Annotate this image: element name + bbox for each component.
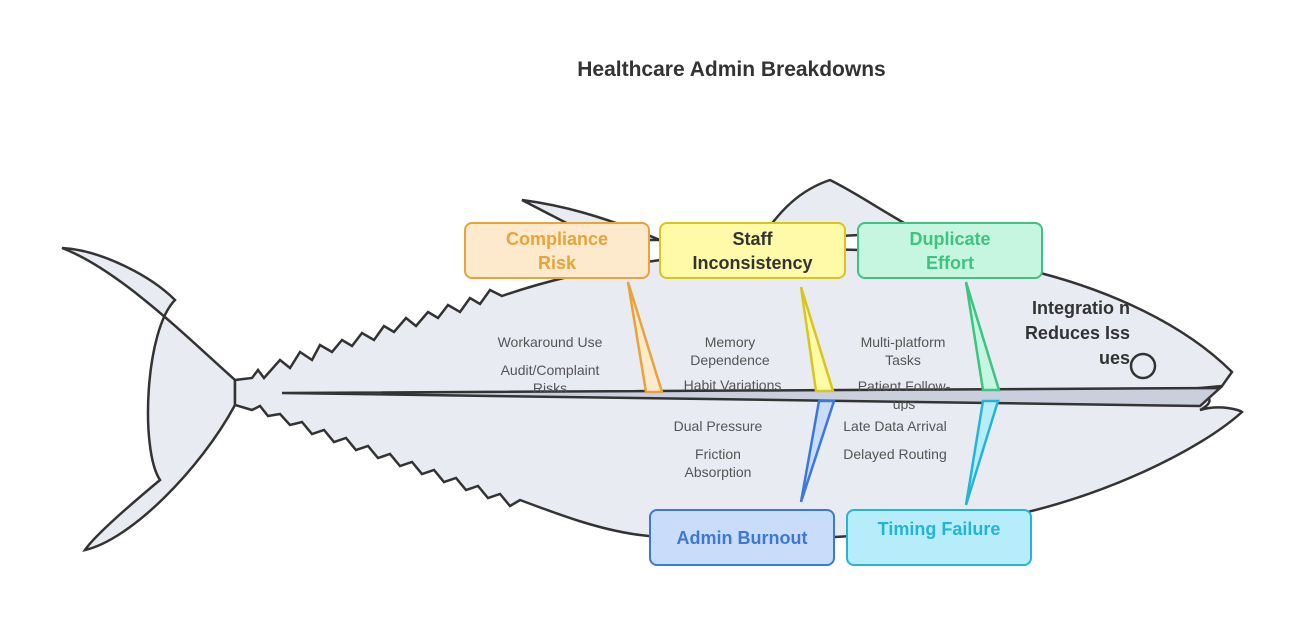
category-admin-burnout: Admin Burnout: [649, 509, 835, 566]
category-staff-inconsistency: Staff Inconsistency: [659, 222, 846, 279]
bone-staff: [799, 286, 835, 393]
category-timing-failure: Timing Failure: [846, 509, 1032, 566]
bone-timing: [964, 399, 1000, 506]
bone-compliance: [626, 281, 664, 394]
category-label: Compliance Risk: [505, 228, 609, 273]
cause-multi-platform-tasks: Multi-platform Tasks: [860, 334, 946, 368]
fish-eye: [1129, 352, 1157, 380]
fish-tail: [61, 246, 237, 552]
cause-late-data-arrival: Late Data Arrival: [843, 418, 947, 434]
category-label: Staff Inconsistency: [692, 228, 813, 273]
bone-burnout: [799, 399, 836, 503]
cause-dual-pressure: Dual Pressure: [673, 418, 763, 434]
cause-audit-complaint-risks: Audit/Complaint Risks: [500, 362, 600, 393]
category-label: Duplicate Effort: [909, 228, 991, 273]
category-duplicate-effort: Duplicate Effort: [857, 222, 1043, 279]
cause-memory-dependence: Memory Dependence: [690, 334, 770, 368]
category-label: Timing Failure: [877, 519, 1001, 539]
cause-delayed-routing: Delayed Routing: [843, 446, 947, 462]
category-label: Admin Burnout: [676, 527, 808, 548]
effect-label: Integratio n Reduces Issues: [1024, 298, 1130, 368]
cause-friction-absorption: Friction Absorption: [684, 446, 752, 480]
category-compliance-risk: Compliance Risk: [464, 222, 650, 279]
diagram-title: Healthcare Admin Breakdowns: [577, 58, 886, 81]
cause-patient-follow-ups: Patient Follow-ups: [857, 378, 951, 411]
cause-habit-variations: Habit Variations: [683, 377, 782, 393]
bone-duplicate: [964, 281, 1001, 392]
cause-workaround-use: Workaround Use: [497, 334, 603, 350]
